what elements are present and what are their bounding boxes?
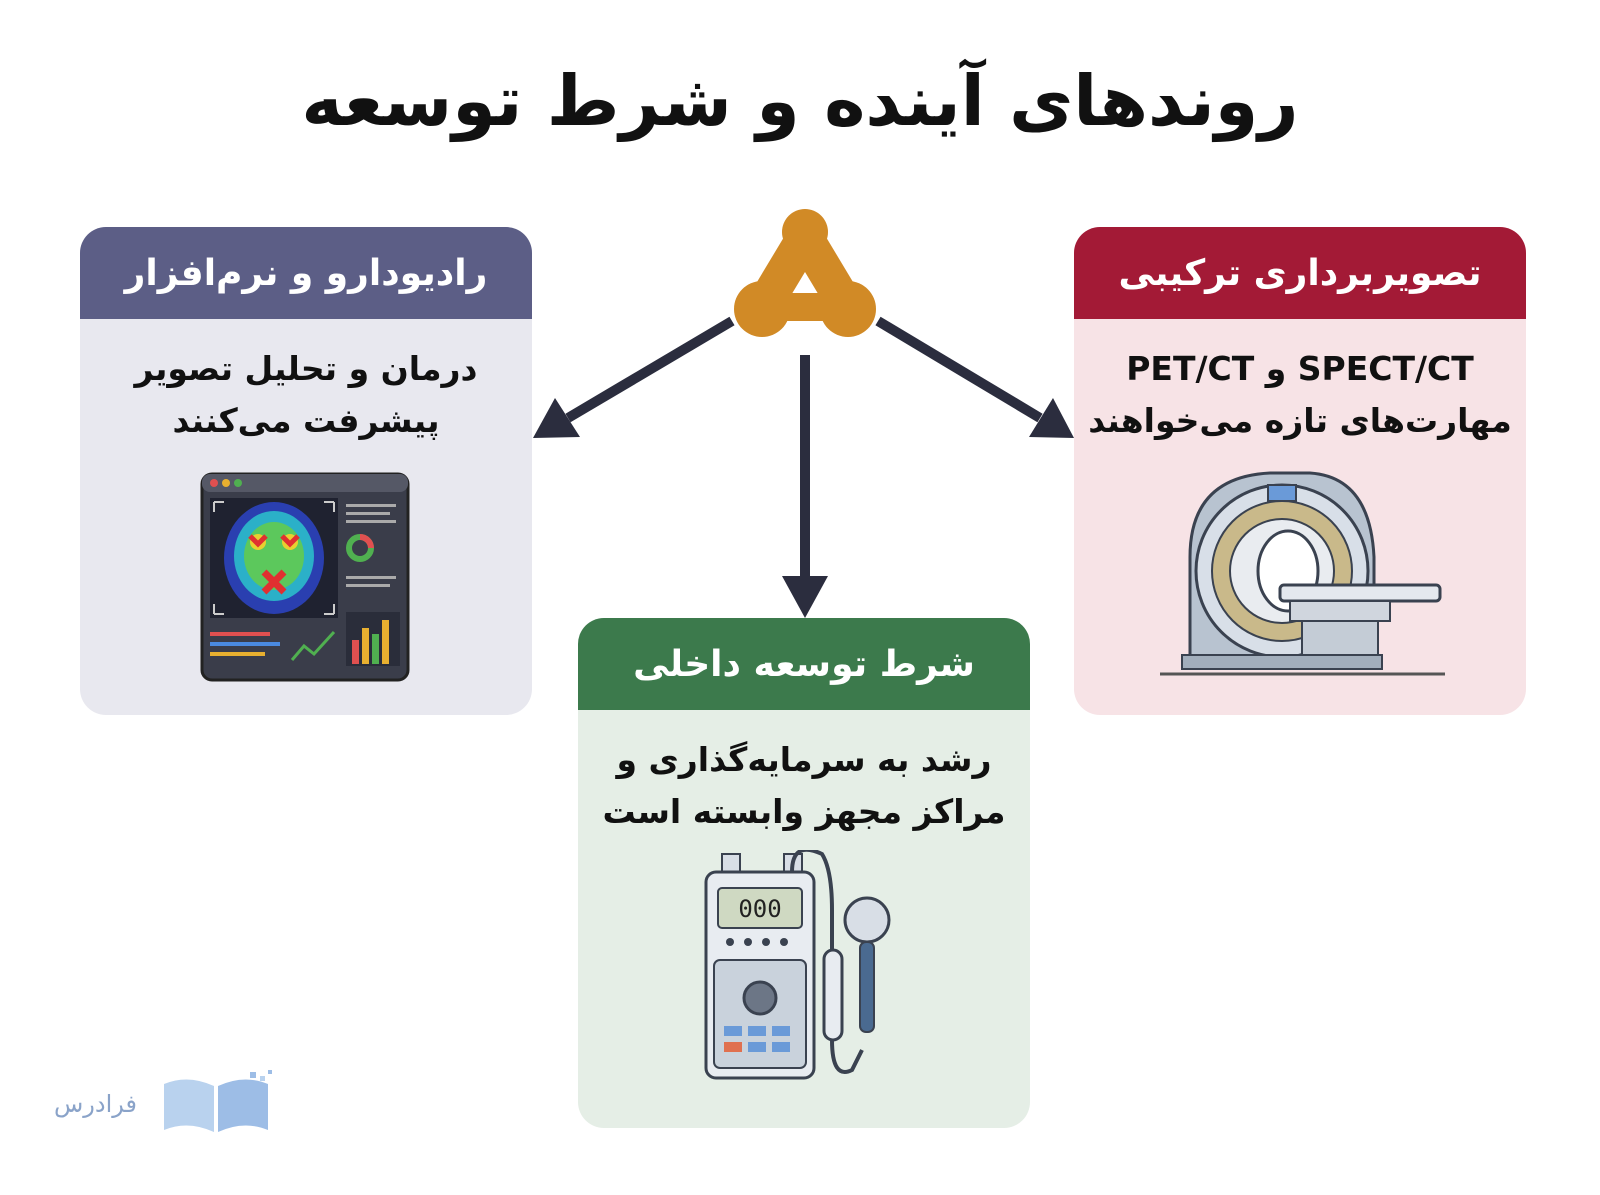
brain-scan-monitor-icon bbox=[200, 472, 410, 682]
arrow-to-right-card bbox=[875, 316, 1074, 438]
card-line-2: مهارت‌های تازه می‌خواهند bbox=[1088, 401, 1512, 440]
card-line-1: SPECT/CT و PET/CT bbox=[1126, 349, 1474, 388]
card-radiopharma-software: رادیودارو و نرم‌افزار درمان و تحلیل تصوی… bbox=[80, 227, 532, 715]
brand-logo-text: فرادرس bbox=[54, 1090, 137, 1118]
book-logo-icon bbox=[164, 1070, 272, 1132]
card-line-1: درمان و تحلیل تصویر bbox=[134, 349, 478, 388]
arrow-to-center-card bbox=[782, 355, 828, 618]
molecule-hub-icon bbox=[734, 209, 876, 337]
card-heading: تصویربرداری ترکیبی bbox=[1074, 227, 1526, 319]
card-line-2: پیشرفت می‌کنند bbox=[172, 401, 440, 440]
page-title: روندهای آینده و شرط توسعه bbox=[301, 60, 1299, 142]
arrow-to-left-card bbox=[533, 316, 735, 438]
card-heading: شرط توسعه داخلی bbox=[578, 618, 1030, 710]
card-domestic-development: شرط توسعه داخلی رشد به سرمایه‌گذاری و مر… bbox=[578, 618, 1030, 1128]
ct-scanner-icon bbox=[1160, 471, 1445, 676]
card-heading: رادیودارو و نرم‌افزار bbox=[80, 227, 532, 319]
card-line-1: رشد به سرمایه‌گذاری و bbox=[616, 740, 992, 779]
card-hybrid-imaging: تصویربرداری ترکیبی SPECT/CT و PET/CT مها… bbox=[1074, 227, 1526, 715]
detector-display-value: 000 bbox=[738, 895, 781, 923]
radiation-detector-icon: 000 bbox=[704, 850, 891, 1080]
card-line-2: مراکز مجهز وابسته است bbox=[602, 792, 1006, 831]
